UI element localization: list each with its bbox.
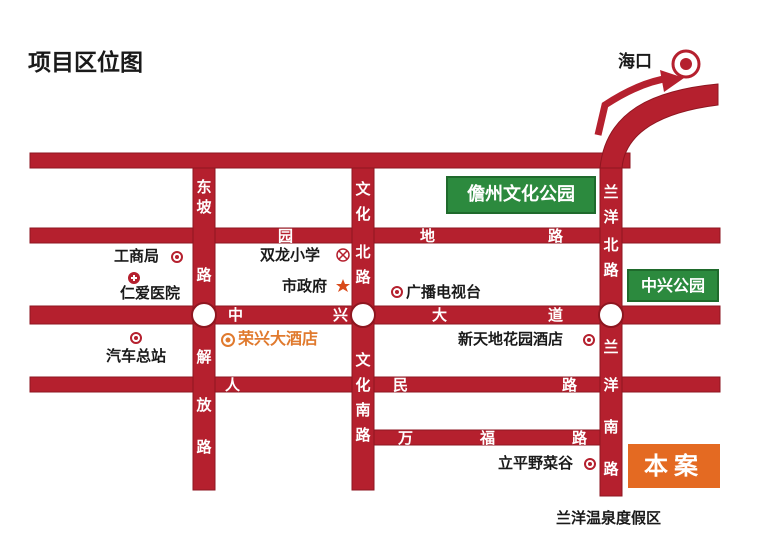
road-char: 南: [355, 401, 371, 419]
poi-markers: [128, 248, 596, 470]
road-char: 路: [355, 268, 371, 286]
road-char: 民: [393, 376, 409, 394]
renai-hospital-label: 仁爱医院: [120, 284, 181, 302]
road-dongpo-jiefang: [192, 167, 216, 491]
road-char: 园: [278, 227, 294, 245]
shuanglong-school-label: 双龙小学: [260, 246, 321, 264]
government-star-icon: [336, 279, 350, 292]
haikou-label: 海口: [618, 52, 652, 72]
hot-spring-label: 兰洋温泉度假区: [556, 509, 662, 527]
road-char: 路: [548, 227, 564, 245]
road-char: 放: [196, 396, 212, 414]
road-char: 地: [420, 227, 436, 245]
zhongxing-park-label: 中兴公园: [640, 276, 705, 295]
road-char: 化: [355, 205, 371, 223]
danzhou-culture-park-box: 儋州文化公园: [446, 176, 596, 214]
roundabout-center: [350, 302, 376, 328]
roundabout-east: [598, 302, 624, 328]
road-char: 南: [603, 418, 619, 436]
location-target-dot: [680, 58, 692, 70]
road-char: 路: [196, 266, 212, 284]
bus-station-label: 汽车总站: [106, 347, 167, 365]
road-char: 文: [355, 180, 371, 198]
road-char: 文: [355, 351, 371, 369]
road-char: 兰: [603, 338, 619, 356]
road-char: 洋: [603, 208, 619, 226]
arrowhead-icon: [660, 70, 684, 92]
road-char: 路: [603, 460, 619, 478]
road-char: 北: [603, 236, 619, 254]
roundabout-west: [191, 302, 217, 328]
road-char: 路: [355, 426, 371, 444]
tv-station-label: 广播电视台: [406, 283, 482, 301]
map-title: 项目区位图: [28, 50, 143, 76]
city-government-label: 市政府: [282, 277, 328, 295]
road-char: 路: [572, 429, 588, 447]
road-char: 洋: [603, 376, 619, 394]
project-label: 本案: [644, 452, 704, 480]
gongshangju-label: 工商局: [114, 247, 160, 265]
road-char: 北: [355, 243, 371, 261]
road-char: 福: [480, 429, 496, 447]
road-char: 道: [548, 306, 564, 324]
danzhou-culture-park-label: 儋州文化公园: [467, 184, 575, 205]
road-to-haikou: [599, 83, 719, 169]
road-char: 大: [432, 306, 448, 324]
road-char: 坡: [196, 198, 212, 216]
road-char: 路: [196, 438, 212, 456]
road-char: 东: [196, 178, 212, 196]
road-char: 万: [398, 429, 414, 447]
rongxing-hotel-label: 荣兴大酒店: [238, 329, 319, 348]
road-char: 路: [603, 261, 619, 279]
zhongxing-park-box: 中兴公园: [627, 269, 719, 302]
road-char: 解: [196, 348, 212, 366]
road-char: 路: [562, 376, 578, 394]
liping-yecaigu-label: 立平野菜谷: [498, 454, 574, 472]
xintiandi-hotel-label: 新天地花园酒店: [458, 330, 564, 348]
road-char: 中: [228, 306, 244, 324]
road-north: [29, 152, 631, 169]
road-char: 人: [225, 376, 241, 394]
road-wenhua: [351, 167, 375, 491]
project-box: 本案: [628, 444, 720, 488]
road-char: 兰: [603, 183, 619, 201]
road-char: 兴: [333, 306, 349, 324]
road-char: 化: [355, 376, 371, 394]
